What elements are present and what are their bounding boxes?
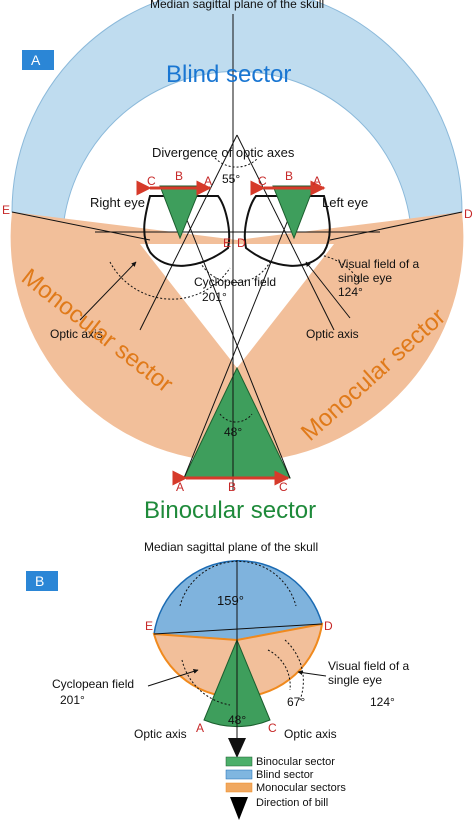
legend: Binocular sector Blind sector Monocular …: [225, 756, 346, 820]
blind-sector-band: [11, 0, 463, 221]
point-d-b: D: [324, 619, 333, 633]
right-eye-label: Right eye: [90, 195, 145, 210]
point-a-right: A: [204, 174, 212, 188]
cyclopean-field-label: Cyclopean field: [194, 275, 276, 289]
legend-label-blind: Blind sector: [256, 769, 314, 781]
legend-swatch-binocular: [225, 756, 253, 767]
binocular-sector-title: Binocular sector: [144, 497, 316, 524]
point-a-bottom: A: [176, 480, 184, 494]
legend-swatch-bill: [230, 797, 248, 820]
cyclopean-label-b: Cyclopean field: [52, 677, 134, 691]
blind-sector-b: [153, 559, 323, 641]
point-e-b: E: [145, 619, 153, 633]
visual-field-angle: 124°: [338, 285, 363, 299]
panel-b: Median sagittal plane of the skull B 159…: [26, 540, 413, 758]
blind-sector-title: Blind sector: [166, 61, 291, 88]
blind-angle-b: 159°: [217, 593, 244, 608]
visual-field-label-b: Visual field of a single eye: [328, 659, 413, 687]
panel-a-label-box: [22, 50, 54, 70]
divergence-label: Divergence of optic axes: [152, 145, 295, 160]
right-eye-binocular-wedge: [159, 185, 202, 240]
panel-a: A Median sagittal plane of the skull Bli…: [2, 0, 473, 524]
right-eye-outline: [143, 195, 231, 267]
panel-b-label: B: [35, 573, 44, 589]
point-a-left: A: [313, 174, 321, 188]
angle-67: 67°: [287, 695, 305, 709]
binocular-angle-a: 48°: [224, 425, 242, 439]
point-e-inner: E: [223, 236, 231, 250]
point-b-bottom: B: [228, 480, 236, 494]
point-e-outer: E: [2, 203, 10, 217]
left-eye-label: Left eye: [322, 195, 368, 210]
left-eye-outline: [243, 195, 331, 267]
point-d-outer: D: [464, 207, 473, 221]
legend-swatch-monocular: [225, 782, 253, 793]
cyclopean-angle-b: 201°: [60, 693, 85, 707]
median-caption-b: Median sagittal plane of the skull: [144, 540, 318, 554]
point-b-right: B: [175, 169, 183, 183]
panel-a-label: A: [31, 52, 41, 68]
legend-label-bill: Direction of bill: [256, 797, 328, 809]
point-c-bottom: C: [279, 480, 288, 494]
panel-b-label-box: [26, 571, 58, 591]
point-c-right: C: [147, 174, 156, 188]
point-a-b: A: [196, 721, 204, 735]
point-b-left: B: [285, 169, 293, 183]
visual-field-label: Visual field of a single eye: [338, 257, 423, 285]
legend-label-monocular: Monocular sectors: [256, 782, 346, 794]
cyclopean-wedge: [140, 244, 334, 368]
optic-axis-left-b: Optic axis: [134, 727, 187, 741]
cyclopean-field-angle: 201°: [202, 290, 227, 304]
binocular-angle-b: 48°: [228, 713, 246, 727]
bill-direction-arrow: [228, 738, 246, 758]
point-d-inner: D: [237, 236, 246, 250]
legend-label-binocular: Binocular sector: [256, 756, 335, 768]
left-eye-binocular-wedge: [272, 185, 315, 240]
legend-swatch-blind: [225, 769, 253, 780]
optic-axis-left-label: Optic axis: [50, 327, 103, 341]
divergence-angle: 55°: [222, 172, 240, 186]
point-c-b: C: [268, 721, 277, 735]
top-median-caption: Median sagittal plane of the skull: [150, 0, 324, 11]
visual-field-angle-b: 124°: [370, 695, 395, 709]
point-c-left: C: [258, 174, 267, 188]
optic-axis-right-label: Optic axis: [306, 327, 359, 341]
optic-axis-right-b: Optic axis: [284, 727, 337, 741]
